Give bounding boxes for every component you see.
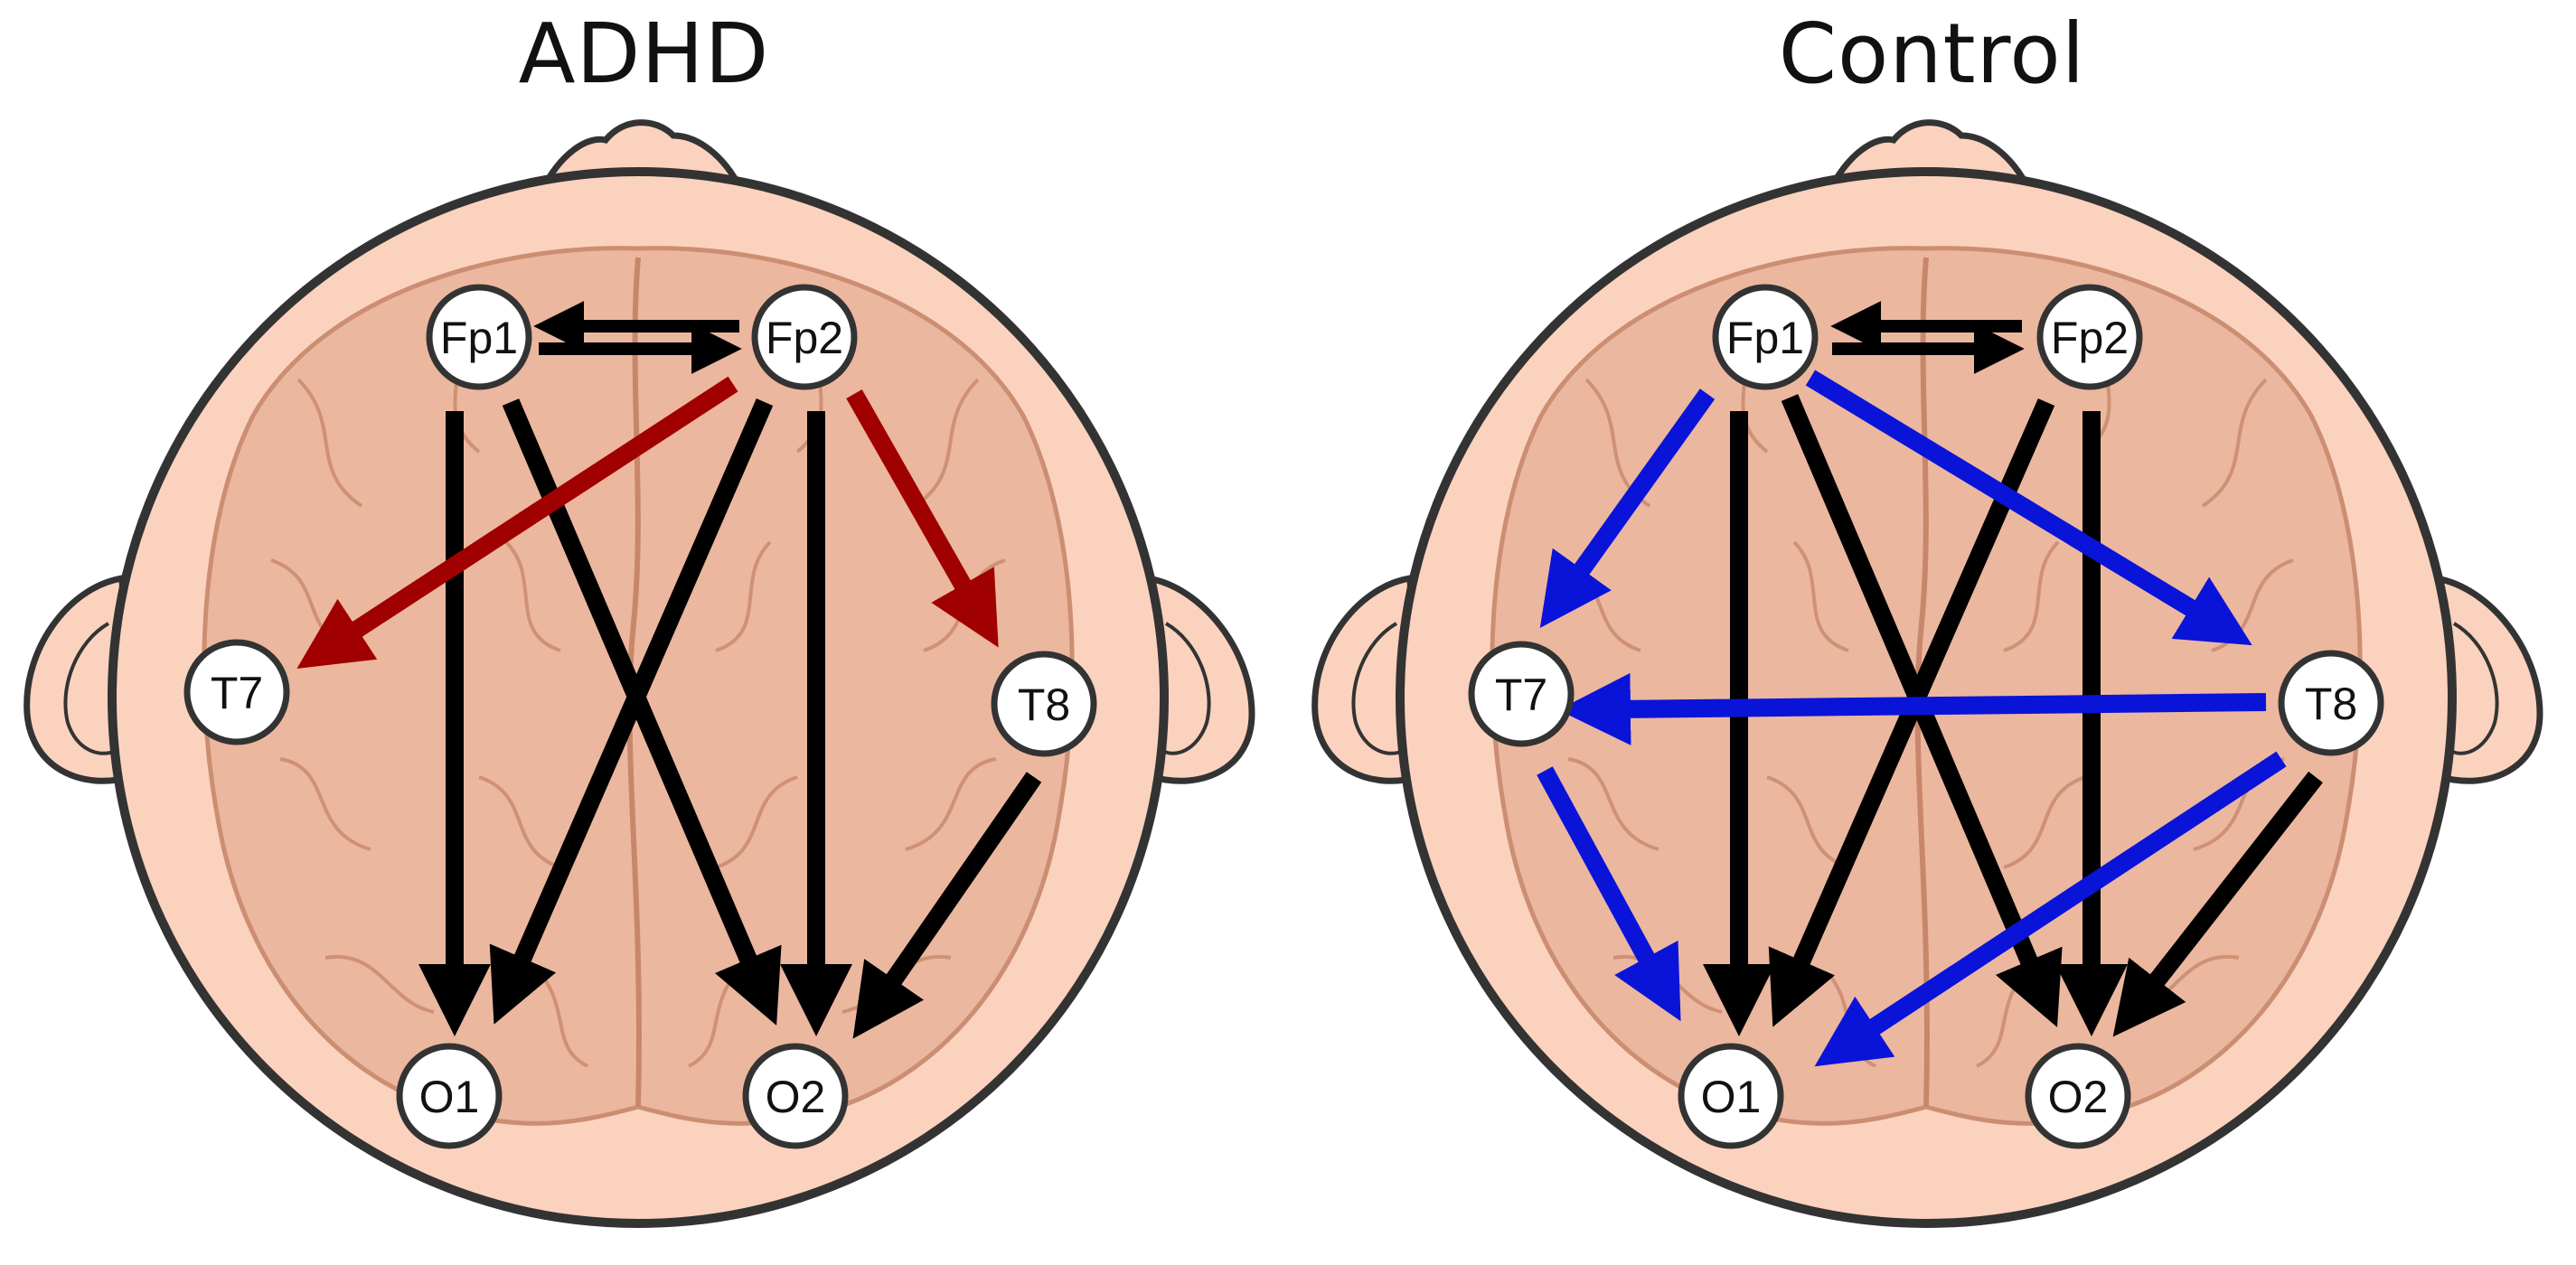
edge-t8-to-o1	[1814, 751, 2287, 1067]
edge-t8-to-o2	[852, 772, 1042, 1039]
edge-fp1-to-t8	[1805, 370, 2252, 646]
left-ear	[1312, 574, 1423, 784]
edge-t8-to-t7	[1558, 672, 2267, 745]
right-ear-inner	[2448, 622, 2499, 755]
head-diagram-adhd: Fp1 Fp2 T7 T8 O1 O2	[24, 119, 1255, 1228]
node-o1: O1	[396, 1043, 503, 1149]
panel-adhd: ADHD	[24, 5, 1255, 1228]
left-ear-inner	[63, 622, 118, 755]
svg-text:T7: T7	[1495, 670, 1547, 720]
node-t8: T8	[991, 651, 1097, 757]
svg-text:Fp1: Fp1	[1726, 313, 1804, 363]
edge-t7-to-o1	[1537, 766, 1681, 1022]
svg-text:T8: T8	[2305, 679, 2357, 729]
node-fp1: Fp1	[426, 284, 532, 390]
svg-text:O1: O1	[419, 1072, 480, 1122]
node-o1: O1	[1678, 1043, 1784, 1149]
brain-midline	[1914, 257, 1930, 1108]
brain-midline	[626, 257, 642, 1108]
node-fp2: Fp2	[751, 284, 858, 390]
node-t8: T8	[2278, 650, 2384, 756]
svg-text:O1: O1	[1701, 1072, 1762, 1122]
svg-text:Fp2: Fp2	[766, 313, 843, 363]
right-ear-inner	[1160, 622, 1211, 755]
panel-control: Control	[1288, 0, 2576, 1265]
node-o2: O2	[742, 1043, 849, 1149]
svg-text:Fp1: Fp1	[440, 313, 518, 363]
node-o2: O2	[2025, 1043, 2131, 1149]
node-fp1: Fp1	[1712, 284, 1819, 390]
node-t7: T7	[183, 639, 290, 745]
svg-text:Fp2: Fp2	[2051, 313, 2129, 363]
panel-title: ADHD	[518, 5, 770, 102]
svg-text:O2: O2	[2048, 1072, 2109, 1122]
edge-fp2-to-t8	[846, 389, 999, 648]
left-ear	[24, 574, 135, 784]
edge-fp1-to-o2	[1781, 394, 2063, 1027]
edge-t8-to-o2	[2112, 771, 2323, 1037]
node-t7: T7	[1468, 641, 1575, 747]
svg-text:T7: T7	[211, 668, 263, 718]
edge-fp1-to-t7	[1539, 389, 1716, 629]
left-ear-inner	[1351, 622, 1406, 755]
svg-text:O2: O2	[766, 1072, 826, 1122]
svg-text:T8: T8	[1018, 679, 1070, 730]
edge-fp2-to-t7	[296, 376, 738, 669]
head-diagram-control: Fp1 Fp2 T7 T8 O1 O2	[1312, 119, 2543, 1228]
node-fp2: Fp2	[2036, 284, 2143, 390]
edge-fp2-to-o1	[489, 398, 774, 1025]
panel-title: Control	[1778, 5, 2086, 102]
